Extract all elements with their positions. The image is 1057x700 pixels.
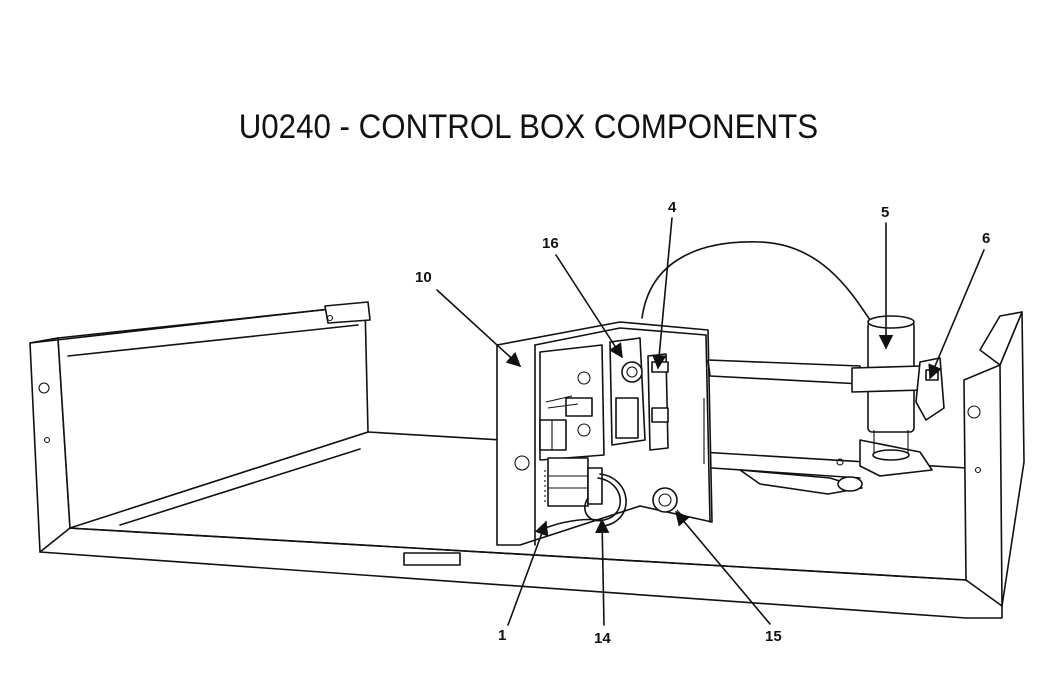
leader-15 [675,510,771,625]
callout-10: 10 [415,269,432,286]
leader-1 [507,520,549,626]
leader-6 [928,249,985,380]
callout-4: 4 [668,199,677,216]
knob [652,487,685,519]
gas-valve-assembly [609,337,669,451]
transformer [544,457,603,507]
leader-10 [436,289,522,367]
diagram-title: U0240 - CONTROL BOX COMPONENTS [238,108,819,146]
circuit-board [539,344,605,461]
callout-labels: 10 16 4 5 6 1 14 15 [415,199,990,647]
thermocouple-bracket [915,357,945,421]
callout-6: 6 [982,230,990,247]
callout-1: 1 [498,627,506,644]
control-box-panel [496,321,713,546]
callout-16: 16 [542,235,559,252]
leader-14 [595,518,610,626]
ignitor-tube [851,315,925,461]
leader-4 [652,217,673,370]
callout-5: 5 [881,204,889,221]
wire-cable [641,241,871,321]
leader-16 [555,254,623,359]
callout-leaders [436,217,985,626]
callout-15: 15 [765,628,782,645]
callout-14: 14 [594,630,611,647]
